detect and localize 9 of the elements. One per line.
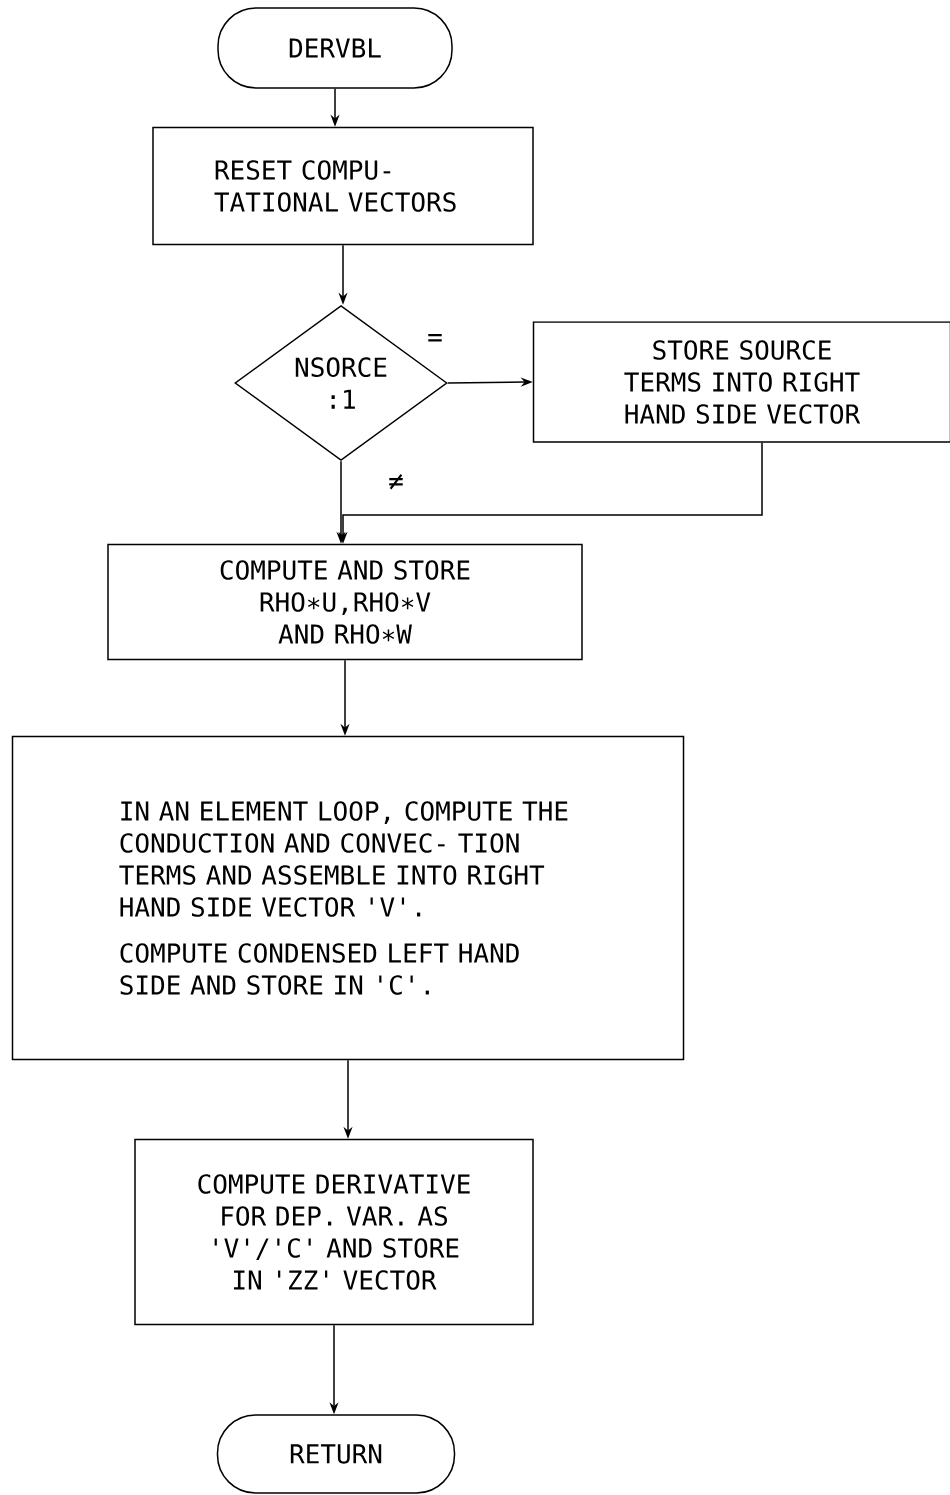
edge-label: ≠ <box>387 473 405 491</box>
process-box: COMPUTE DERIVATIVE FOR DEP. VAR. AS 'V'/'C' AND STORE IN 'ZZ' VECTOR <box>134 1138 534 1326</box>
process-box: COMPUTE AND STORE RHO∗U,RHO∗V AND RHO∗W <box>107 543 583 661</box>
process-box: STORE SOURCE TERMS INTO RIGHT HAND SIDE VECTOR <box>532 321 950 443</box>
process-box: RESET COMPU- TATIONAL VECTORS <box>152 126 534 246</box>
process-box: IN AN ELEMENT LOOP, COMPUTE THE CONDUCTION AND CONVEC- TION TERMS AND ASSEMBLE INTO RIGHT HAND SIDE VECTOR 'V'. COMPUTE CONDENSED LEFT HAND SIDE AND STORE IN 'C'. <box>11 735 685 1061</box>
edge-label: = <box>426 333 444 347</box>
terminal-box: DERVBL <box>217 7 453 89</box>
terminal-box: RETURN <box>216 1414 456 1494</box>
